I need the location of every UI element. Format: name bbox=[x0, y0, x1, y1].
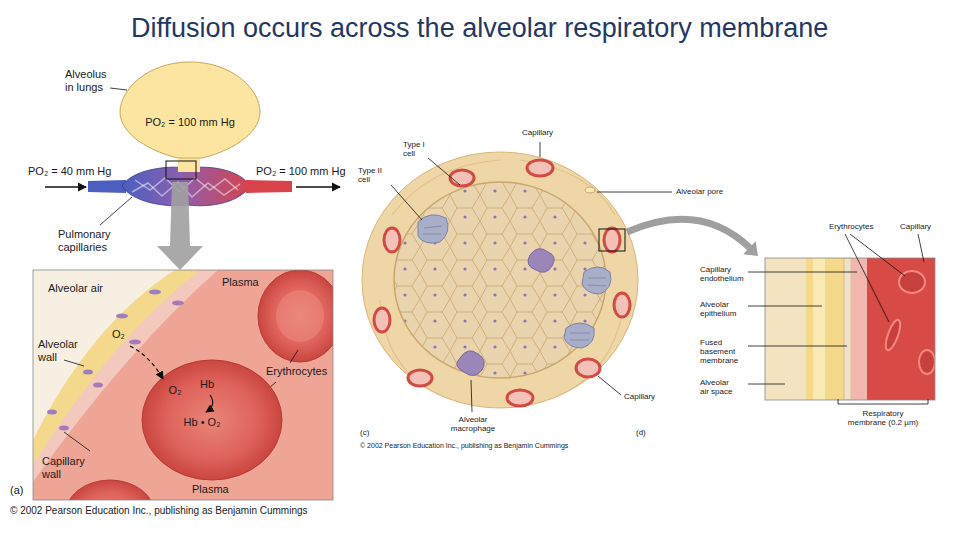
pressure-label: PO₂ = 100 mm Hg bbox=[256, 165, 346, 178]
diffusion-arrow bbox=[130, 346, 163, 379]
callout-label: Capillary bbox=[522, 128, 553, 137]
region-label: Plasma bbox=[222, 276, 259, 289]
alveolus-shape bbox=[120, 62, 260, 158]
dimension-label: Respiratory membrane (0.2 µm) bbox=[846, 409, 920, 427]
respiratory-membrane-detail bbox=[765, 258, 935, 400]
alveolus-section bbox=[362, 142, 758, 412]
callout-label: Erythrocytes bbox=[266, 365, 327, 378]
alveolus-outline bbox=[118, 60, 262, 160]
node-text: O₂ bbox=[169, 384, 182, 397]
callout-label: Alveolar pore bbox=[676, 187, 723, 196]
callout-label: Alveolar epithelium bbox=[700, 300, 746, 318]
callout-label: Pulmonary capillaries bbox=[58, 228, 118, 253]
pressure-label: PO₂ = 40 mm Hg bbox=[28, 165, 111, 178]
erythrocyte-shape bbox=[142, 360, 282, 480]
callout-label: Alveolar wall bbox=[38, 338, 86, 363]
alveolar-capillary-detail bbox=[33, 270, 333, 500]
callout-label: Alveolar macrophage bbox=[445, 415, 501, 433]
panel-letter: (d) bbox=[636, 428, 646, 437]
callout-label: Capillary bbox=[624, 392, 655, 401]
callout-label: Capillary wall bbox=[42, 455, 92, 480]
alveolus: PO₂ = 100 mm Hg bbox=[118, 60, 262, 160]
node-text: PO₂ = 100 mm Hg bbox=[145, 116, 235, 129]
callout-label: Alveolar air space bbox=[700, 378, 738, 396]
region-label: Alveolar air bbox=[48, 282, 103, 295]
copyright-note: © 2002 Pearson Education Inc., publishin… bbox=[360, 442, 568, 450]
callout-label: Capillary bbox=[900, 222, 931, 231]
panel-letter: (a) bbox=[10, 484, 23, 497]
callout-label: Erythrocytes bbox=[829, 222, 873, 231]
erythrocyte: O₂ Hb Hb • O₂ bbox=[140, 358, 284, 482]
node-text: Hb • O₂ bbox=[184, 416, 221, 429]
node-text: Hb bbox=[200, 378, 214, 391]
region-label: Plasma bbox=[192, 483, 229, 496]
callout-label: Alveolus in lungs bbox=[65, 68, 115, 93]
copyright-note: © 2002 Pearson Education Inc., publishin… bbox=[10, 505, 308, 517]
leader-lines bbox=[748, 234, 928, 404]
callout-label: Type I cell bbox=[403, 140, 433, 158]
panel-letter: (c) bbox=[360, 428, 369, 437]
slide-title: Diffusion occurs across the alveolar res… bbox=[131, 12, 828, 44]
callout-label: Type II cell bbox=[358, 166, 390, 184]
callout-label: Capillary endothelium bbox=[700, 265, 746, 283]
callout-label: Fused basement membrane bbox=[700, 338, 746, 366]
gas-label: O₂ bbox=[112, 328, 125, 341]
